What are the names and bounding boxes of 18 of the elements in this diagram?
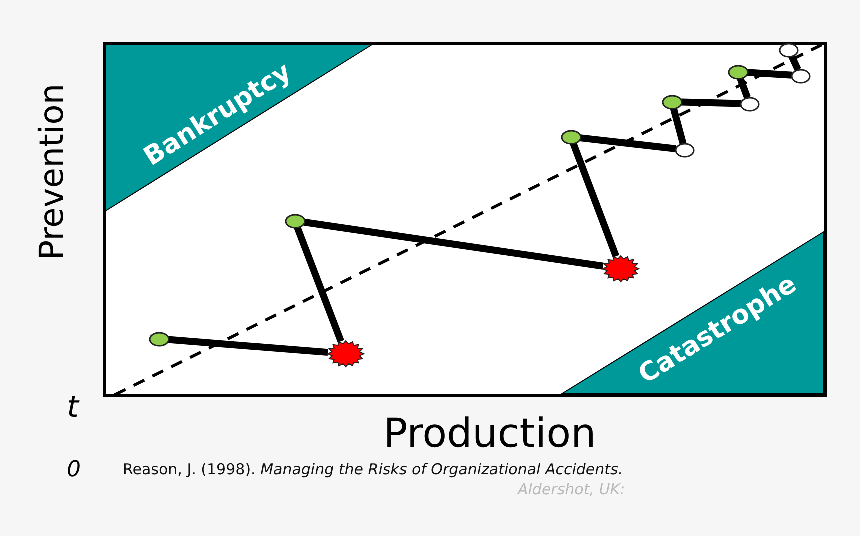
connector-line: [168, 336, 328, 356]
connector-line: [570, 142, 620, 258]
connector-line: [747, 69, 792, 79]
connector-line: [681, 98, 742, 108]
axis-title: Prevention: [33, 84, 71, 260]
citation-text: Reason, J. (1998). Managing the Risks of Organizational Accidents.: [123, 461, 624, 479]
axis-symbol: t: [67, 390, 79, 426]
connector-line: [737, 77, 751, 99]
axis-symbol: 0: [67, 457, 81, 483]
starburst-icon: [602, 255, 640, 283]
connector-line: [304, 218, 604, 270]
connector-line: [580, 134, 677, 152]
citation-text: Aldershot, UK:: [518, 481, 626, 499]
connector-line: [294, 226, 344, 343]
starburst-icon: [327, 340, 365, 368]
connector-line: [788, 54, 802, 72]
connector-line: [670, 107, 687, 145]
axis-title: Production: [384, 411, 596, 457]
